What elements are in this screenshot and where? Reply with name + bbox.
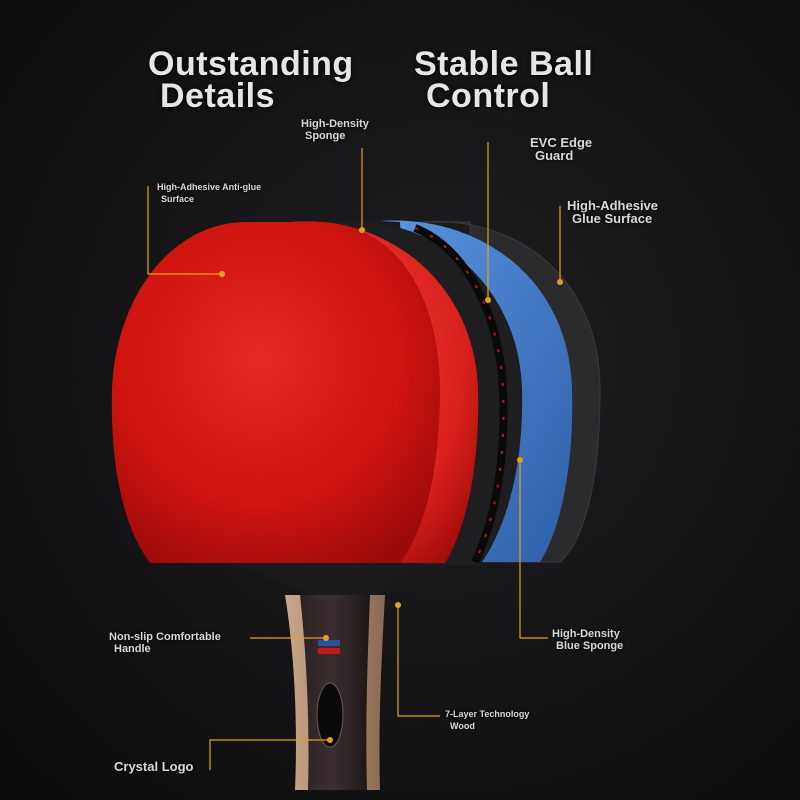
- callout-sponge-line2: Sponge: [305, 130, 346, 142]
- callout-high-density-blue-sponge: High-Density Blue Sponge: [552, 628, 623, 652]
- headline-stable-ball-control: Stable Ball Control: [414, 45, 594, 115]
- callout-blue-sponge-line1: High-Density: [552, 628, 620, 640]
- headline-right-line1: Stable Ball: [414, 45, 594, 83]
- callout-wood-line1: 7-Layer Technology: [445, 709, 530, 719]
- callout-anti-glue-line2: Surface: [161, 194, 195, 204]
- callout-glue-surface-line2: Glue Surface: [572, 211, 653, 226]
- callout-wood-line2: Wood: [450, 721, 475, 731]
- callout-blue-sponge-line2: Blue Sponge: [556, 640, 624, 652]
- handle-stripe-blue: [318, 640, 340, 646]
- callout-crystal-logo-line1: Crystal Logo: [114, 759, 194, 774]
- leader-dots: [219, 227, 563, 743]
- blade-throat: [230, 560, 420, 600]
- callout-handle-line2: Handle: [114, 643, 151, 655]
- headline-outstanding-details: Outstanding Details: [148, 45, 354, 115]
- callout-glue-surface-line1: High-Adhesive: [567, 198, 659, 213]
- callout-anti-glue-line1: High-Adhesive Anti-glue: [157, 182, 262, 192]
- handle-stripe-red: [318, 648, 340, 654]
- callout-high-density-sponge: High-Density Sponge: [301, 118, 369, 142]
- headline-left-line1: Outstanding: [148, 45, 354, 83]
- callout-evc-edge-guard: EVC Edge Guard: [530, 136, 592, 162]
- callout-crystal-logo: Crystal Logo: [114, 760, 193, 773]
- callout-high-adhesive-glue-surface: High-Adhesive Glue Surface: [567, 199, 658, 225]
- callout-edge-guard-line1: EVC Edge: [530, 135, 593, 150]
- callout-anti-glue-surface: High-Adhesive Anti-glue Surface: [157, 181, 261, 205]
- callout-non-slip-handle: Non-slip Comfortable Handle: [109, 631, 221, 655]
- red-rubber: [111, 221, 440, 563]
- callout-7-layer-wood: 7-Layer Technology Wood: [445, 708, 529, 732]
- leader-lines: [147, 142, 561, 770]
- callout-edge-guard-line2: Guard: [535, 148, 574, 163]
- crystal-logo-badge: [316, 682, 344, 748]
- callout-sponge-line1: High-Density: [301, 118, 369, 130]
- callout-handle-line1: Non-slip Comfortable: [109, 631, 221, 643]
- headline-right-line2: Control: [426, 77, 551, 115]
- headline-left-line2: Details: [160, 77, 275, 115]
